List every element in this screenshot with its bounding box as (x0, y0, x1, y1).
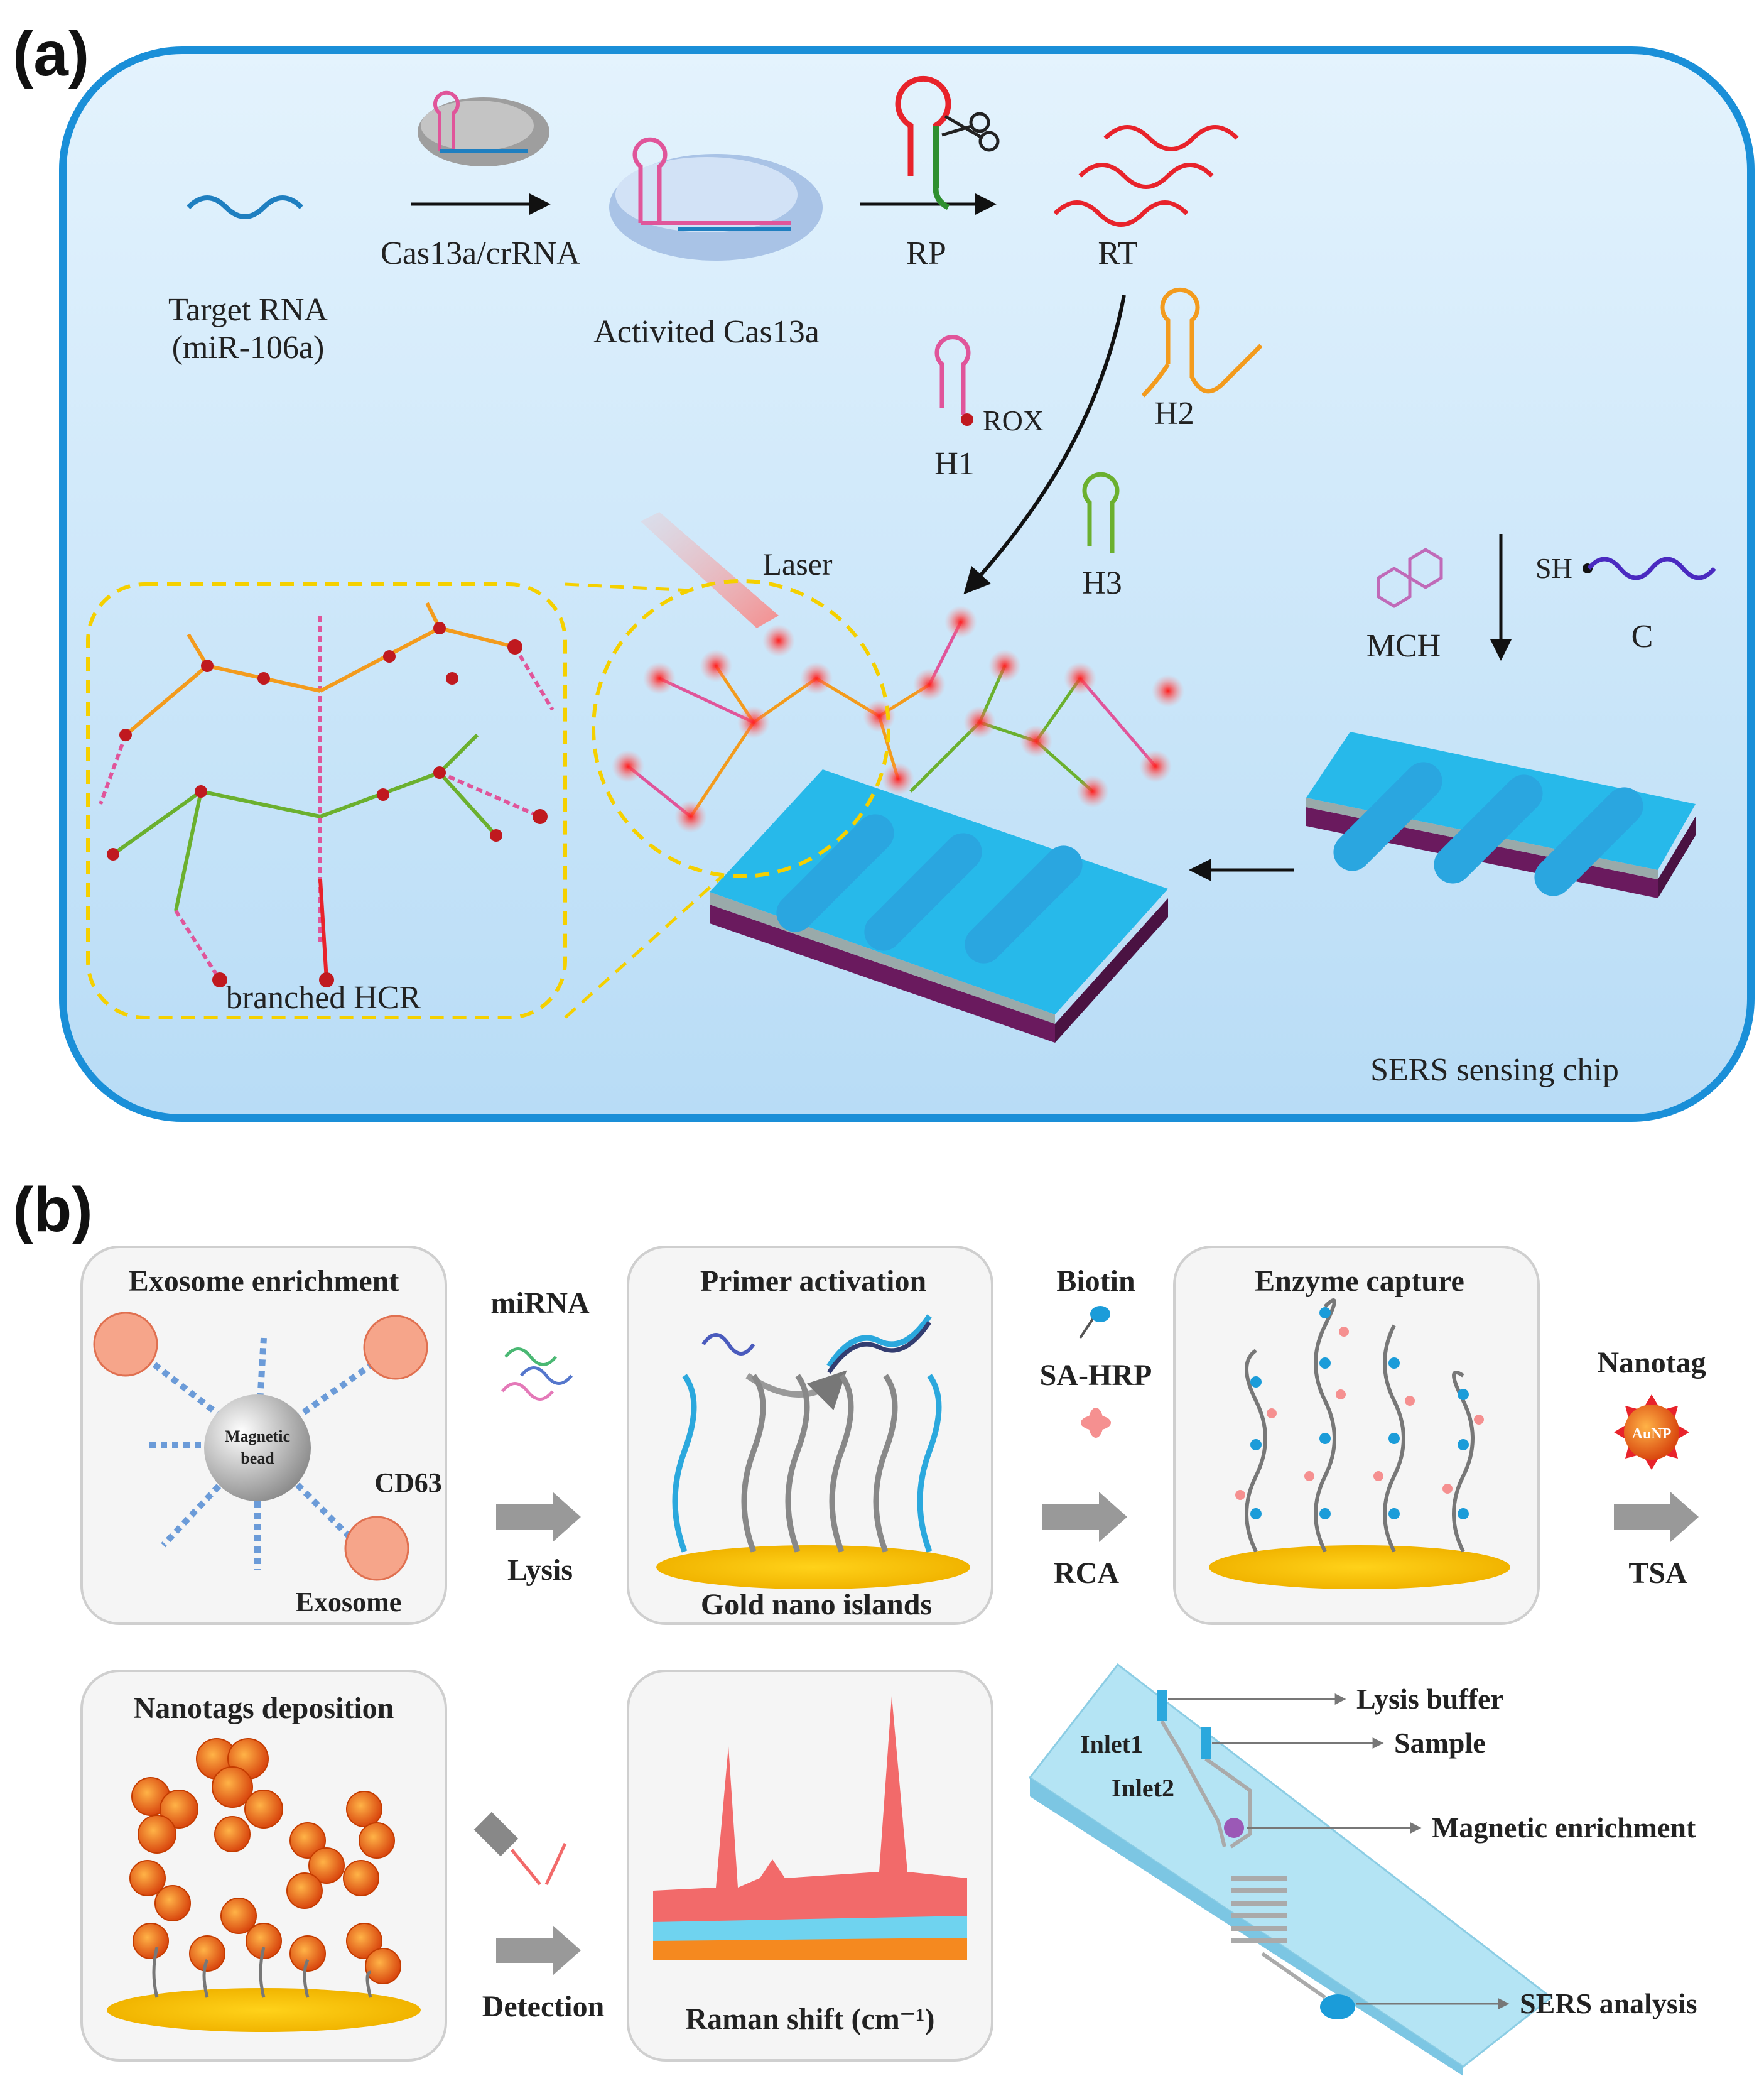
target-rna-label: Target RNA (168, 292, 328, 328)
box-enzyme-capture (1173, 1246, 1540, 1625)
primer-probes (741, 1374, 898, 1553)
rca-label: RCA (1054, 1557, 1119, 1590)
raman-shift-label: Raman shift (cm⁻¹) (685, 2003, 934, 2036)
cd63-label: CD63 (374, 1467, 442, 1498)
cas13a-crrna-label: Cas13a/crRNA (381, 236, 580, 271)
aunp-icon (1614, 1394, 1689, 1470)
microfluidic-chip (1028, 1663, 1553, 2076)
h3-hairpin (1082, 472, 1120, 553)
arrow-lysis (496, 1492, 581, 1542)
aunp-label: AuNP (1632, 1426, 1672, 1442)
panel-b-label: (b) (13, 1175, 93, 1245)
sa-hrp-label: SA-HRP (1040, 1359, 1152, 1392)
cas13a-crrna-complex (418, 90, 549, 166)
deposition-substrate (107, 1988, 421, 2032)
target-rna-sub-label: (miR-106a) (172, 330, 325, 366)
sers-analysis-label: SERS analysis (1520, 1987, 1697, 2019)
inlet2-label: Inlet2 (1112, 1774, 1174, 1802)
nanotag-clusters (129, 1738, 401, 1984)
biotin-icon (1079, 1306, 1110, 1339)
box-raman-spectrum (627, 1670, 993, 2062)
zoom-box (86, 582, 567, 1019)
detector-icon (473, 1812, 567, 1886)
lysis-buffer-label: Lysis buffer (1356, 1683, 1503, 1715)
laser-beam (641, 512, 779, 628)
enzyme-capture-title: Enzyme capture (1255, 1264, 1464, 1298)
laser-label: Laser (762, 546, 832, 582)
gold-nano-islands-substrate (656, 1545, 970, 1589)
arrow-tsa (1614, 1492, 1699, 1542)
branched-hcr-label: branched HCR (226, 980, 421, 1016)
sa-hrp-icon (1081, 1408, 1111, 1438)
zoom-connector-bottom (564, 875, 723, 1019)
sers-chip-label: SERS sensing chip (1370, 1052, 1619, 1088)
activated-cas13a-complex (609, 137, 823, 261)
rca-strands (1245, 1298, 1475, 1553)
arrow-rca (1042, 1492, 1127, 1542)
hcr-glow-dots (612, 606, 1184, 833)
branched-hcr-dots (107, 622, 548, 987)
magnetic-bead-icon (204, 1394, 311, 1501)
raman-spectrum-orange (653, 1938, 967, 1960)
box-nanotags-deposition (80, 1670, 447, 2062)
h2-label: H2 (1154, 396, 1194, 432)
nanotag-label: Nanotag (1597, 1346, 1706, 1379)
primer-activation-title: Primer activation (700, 1264, 926, 1298)
primer-duplex-strand (827, 1321, 931, 1374)
c-label: C (1631, 619, 1653, 655)
h2-hairpin (1141, 288, 1263, 398)
sers-sensing-chip (1306, 732, 1696, 898)
rt-waves (1053, 125, 1239, 227)
nanotags-deposition-title: Nanotags deposition (134, 1692, 394, 1725)
mirna-strands (501, 1347, 573, 1401)
rox-label: ROX (983, 405, 1044, 437)
lysis-label: Lysis (507, 1553, 573, 1587)
sh-label: SH (1535, 552, 1572, 584)
sample-label: Sample (1394, 1727, 1486, 1759)
primer-helices (672, 1374, 942, 1553)
exosome-enrichment-title: Exosome enrichment (129, 1264, 399, 1298)
deposition-strands (152, 1947, 372, 1998)
rt-label: RT (1098, 236, 1137, 271)
activated-cas13a-label: Activited Cas13a (593, 314, 820, 350)
c-strand (1587, 557, 1716, 580)
biotin-label: Biotin (1056, 1264, 1135, 1298)
h1-label: H1 (934, 446, 975, 482)
mch-molecule-icon (1377, 548, 1443, 608)
hrp-marks (1235, 1327, 1484, 1500)
target-rna-wave (187, 195, 303, 219)
primer-duplex (826, 1314, 932, 1368)
primer-strand (701, 1333, 755, 1356)
tsa-label: TSA (1628, 1557, 1687, 1590)
arrow-rt-to-chip (963, 295, 1126, 595)
hcr-chip (710, 769, 1168, 1043)
enzyme-substrate (1209, 1545, 1510, 1589)
panel-a-frame (59, 46, 1755, 1122)
panel-a-label: (a) (13, 19, 89, 89)
scissors-icon (941, 112, 1000, 152)
inlet1-label: Inlet1 (1080, 1730, 1143, 1758)
arrow-detection (496, 1925, 581, 1975)
mch-label: MCH (1366, 628, 1441, 664)
raman-spectrum-red (653, 1696, 967, 1954)
rp-label: RP (906, 236, 946, 271)
magnetic-label: Magnetic (225, 1427, 290, 1445)
mirna-label: miRNA (490, 1286, 590, 1320)
bead-label: bead (241, 1449, 274, 1467)
exosome-label: Exosome (296, 1587, 402, 1617)
h3-label: H3 (1082, 565, 1122, 601)
gold-nano-islands-label: Gold nano islands (701, 1588, 932, 1621)
magnetic-enrichment-label: Magnetic enrichment (1432, 1812, 1696, 1844)
rp-hairpin (895, 75, 951, 210)
detection-label: Detection (482, 1990, 605, 2023)
h1-hairpin (934, 335, 973, 426)
enzyme-dots (1250, 1307, 1469, 1519)
microfluidic-leaders (1168, 1693, 1510, 2009)
exosome-icons (93, 1312, 428, 1581)
zoom-circle (592, 579, 890, 878)
